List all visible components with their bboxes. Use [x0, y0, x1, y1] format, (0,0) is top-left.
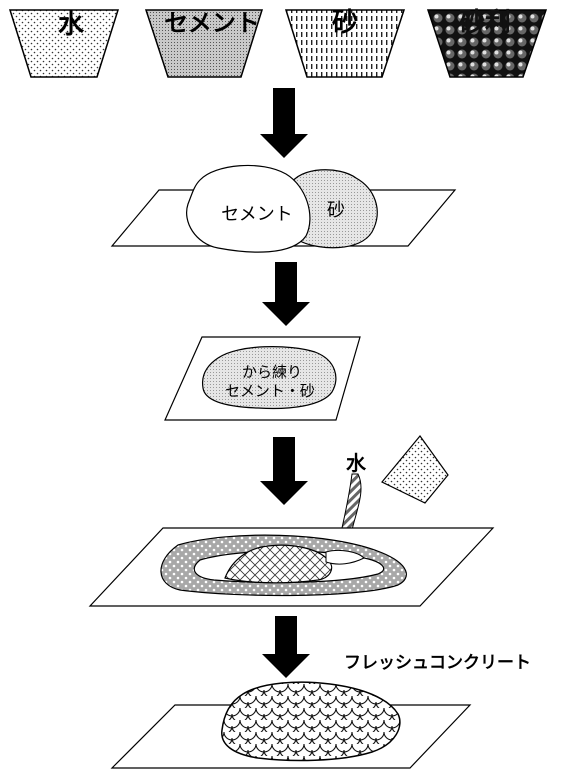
arrow-down-icon: [262, 616, 310, 678]
arrow-down-icon: [260, 88, 308, 158]
dry-mix-label-line2: セメント・砂: [225, 382, 315, 400]
result-label: フレッシュコンクリート: [344, 653, 531, 673]
hopper-cement: [144, 9, 264, 78]
hopper-cement-label: セメント: [164, 9, 260, 37]
pile-dry-mix: [201, 346, 337, 410]
arrow-down-icon: [260, 437, 308, 505]
hopper-water-label: 水: [58, 10, 85, 40]
dry-mix-label-line1: から練り: [242, 363, 302, 381]
pile-cement-label: セメント: [221, 204, 293, 225]
water-label: 水: [346, 451, 367, 475]
hopper-water: [8, 9, 120, 78]
water-puddle: [325, 549, 365, 565]
arrow-down-icon: [262, 262, 310, 326]
hopper-sand-label: 砂: [332, 8, 358, 38]
pile-sand-label: 砂: [327, 200, 345, 221]
hopper-sand: [284, 9, 406, 78]
hopper-gravel: [426, 9, 548, 78]
pile-cement: [186, 164, 311, 253]
pile-fresh-concrete: [221, 681, 401, 762]
hopper-gravel-label: 砂利: [459, 8, 511, 38]
bucket-water: [381, 435, 449, 504]
